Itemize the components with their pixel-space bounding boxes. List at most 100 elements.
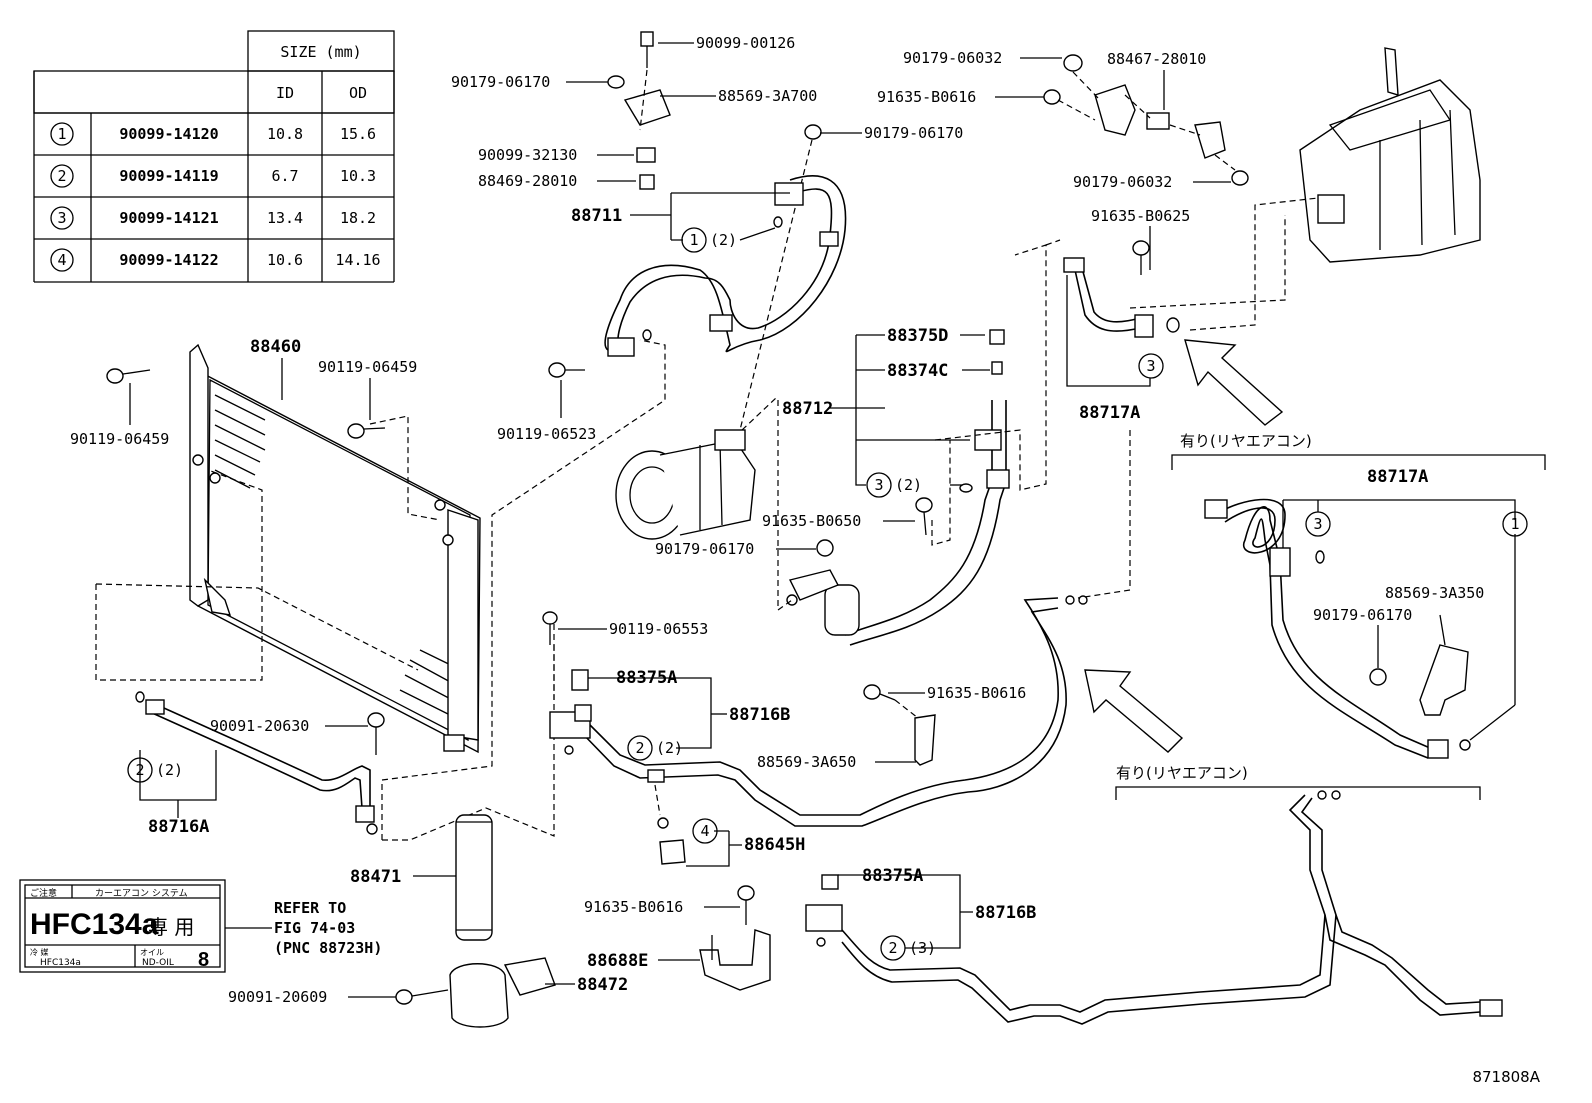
label-90179-06170: 90179-06170 <box>655 540 754 558</box>
svg-text:90099-14120: 90099-14120 <box>119 125 218 143</box>
label-90179-06032: 90179-06032 <box>1073 173 1172 191</box>
label-88471: 88471 <box>350 867 401 887</box>
svg-text:冷 媒: 冷 媒 <box>30 947 49 957</box>
label-91635-B0650: 91635-B0650 <box>762 512 861 530</box>
label-91635-B0616: 91635-B0616 <box>877 88 976 106</box>
svg-text:3: 3 <box>57 209 66 227</box>
svg-text:オイル: オイル <box>140 948 164 957</box>
label-88716B: 88716B <box>975 903 1036 923</box>
id-header: ID <box>276 84 294 102</box>
label-90179-06170: 90179-06170 <box>1313 606 1412 624</box>
svg-text:1: 1 <box>1510 515 1519 533</box>
label-88374C: 88374C <box>887 361 948 381</box>
label-91635-B0616: 91635-B0616 <box>927 684 1026 702</box>
circled-ref: 3 <box>1138 353 1164 379</box>
table-row: 1 90099-14120 10.8 15.6 <box>50 122 376 146</box>
label-90119-06459: 90119-06459 <box>318 358 417 376</box>
circled-ref: 1 <box>1502 511 1528 537</box>
circled-ref: 4 <box>692 818 718 844</box>
svg-text:10.8: 10.8 <box>267 125 303 143</box>
svg-text:HFC134a: HFC134a <box>30 908 159 941</box>
refer-note: (PNC 88723H) <box>274 939 382 957</box>
label-88460: 88460 <box>250 337 301 357</box>
svg-text:2: 2 <box>635 739 644 757</box>
label-90119-06523: 90119-06523 <box>497 425 596 443</box>
circled-ref: 1 <box>681 227 707 253</box>
svg-text:ご注意: ご注意 <box>30 887 57 899</box>
svg-text:3: 3 <box>1313 515 1322 533</box>
condenser-88460 <box>189 343 481 754</box>
svg-text:14.16: 14.16 <box>335 251 380 269</box>
label-88711: 88711 <box>571 206 622 226</box>
refer-note: FIG 74-03 <box>274 919 355 937</box>
svg-text:2: 2 <box>888 939 897 957</box>
label-88472: 88472 <box>577 975 628 995</box>
svg-text:2: 2 <box>57 167 66 185</box>
label-hose-count: (2) <box>656 739 683 757</box>
label-88375A: 88375A <box>862 866 923 886</box>
svg-text:90099-14119: 90099-14119 <box>119 167 218 185</box>
circled-ref: 2 <box>127 757 153 783</box>
label-90179-06170: 90179-06170 <box>864 124 963 142</box>
label-91635-B0625: 91635-B0625 <box>1091 207 1190 225</box>
label-90099-32130: 90099-32130 <box>478 146 577 164</box>
svg-text:2: 2 <box>135 761 144 779</box>
svg-text:4: 4 <box>700 822 709 840</box>
label-88716B: 88716B <box>729 705 790 725</box>
label-88712: 88712 <box>782 399 833 419</box>
svg-text:10.6: 10.6 <box>267 251 303 269</box>
label-88645H: 88645H <box>744 835 805 855</box>
svg-text:4: 4 <box>57 251 66 269</box>
svg-text:専 用: 専 用 <box>148 915 194 939</box>
circled-ref: 2 <box>880 935 906 961</box>
svg-text:10.3: 10.3 <box>340 167 376 185</box>
svg-text:3: 3 <box>1146 357 1155 375</box>
label-88467-28010: 88467-28010 <box>1107 50 1206 68</box>
label-88569-3A700: 88569-3A700 <box>718 87 817 105</box>
table-row: 4 90099-14122 10.6 14.16 <box>50 248 381 272</box>
receiver-drier <box>455 814 493 941</box>
label-rear-ac: 有り(リヤエアコン) <box>1116 764 1248 782</box>
label-90119-06553: 90119-06553 <box>609 620 708 638</box>
hfc134a-label: ご注意 カーエアコン システム HFC134a 専 用 冷 媒 HFC134a … <box>19 879 226 973</box>
svg-text:ND-OIL: ND-OIL <box>142 958 174 968</box>
svg-text:カーエアコン システム: カーエアコン システム <box>95 888 188 899</box>
label-hose-count: (2) <box>710 231 737 249</box>
label-88569-3A350: 88569-3A350 <box>1385 584 1484 602</box>
label-hose-count: (2) <box>895 476 922 494</box>
circled-ref: 3 <box>866 472 892 498</box>
svg-text:1: 1 <box>57 125 66 143</box>
refer-note: REFER TO <box>274 899 346 917</box>
label-88569-3A650: 88569-3A650 <box>757 753 856 771</box>
svg-text:6.7: 6.7 <box>271 167 298 185</box>
table-row: 2 90099-14119 6.7 10.3 <box>50 164 376 188</box>
label-88716A: 88716A <box>148 817 209 837</box>
svg-text:18.2: 18.2 <box>340 209 376 227</box>
figure-id: 871808A <box>1472 1068 1540 1086</box>
svg-text:1: 1 <box>689 231 698 249</box>
label-90091-20609: 90091-20609 <box>228 988 327 1006</box>
label-hose-count: (3) <box>909 939 936 957</box>
label-91635-B0616: 91635-B0616 <box>584 898 683 916</box>
label-88375D: 88375D <box>887 326 948 346</box>
svg-text:3: 3 <box>874 476 883 494</box>
svg-text:13.4: 13.4 <box>267 209 303 227</box>
size-table: SIZE (mm) ID OD 1 90099-14120 10.8 15.6 … <box>33 30 395 283</box>
label-90119-06459: 90119-06459 <box>70 430 169 448</box>
svg-text:HFC134a: HFC134a <box>40 958 81 968</box>
compressor <box>615 429 756 540</box>
label-90179-06170: 90179-06170 <box>451 73 550 91</box>
svg-text:8: 8 <box>198 949 209 971</box>
od-header: OD <box>349 84 367 102</box>
label-88469-28010: 88469-28010 <box>478 172 577 190</box>
label-hose-count: (2) <box>156 761 183 779</box>
label-90091-20630: 90091-20630 <box>210 717 309 735</box>
svg-text:15.6: 15.6 <box>340 125 376 143</box>
label-90099-00126: 90099-00126 <box>696 34 795 52</box>
label-88717A: 88717A <box>1079 403 1140 423</box>
evaporator-unit <box>1299 47 1481 263</box>
circled-ref: 3 <box>1305 511 1331 537</box>
svg-text:90099-14122: 90099-14122 <box>119 251 218 269</box>
